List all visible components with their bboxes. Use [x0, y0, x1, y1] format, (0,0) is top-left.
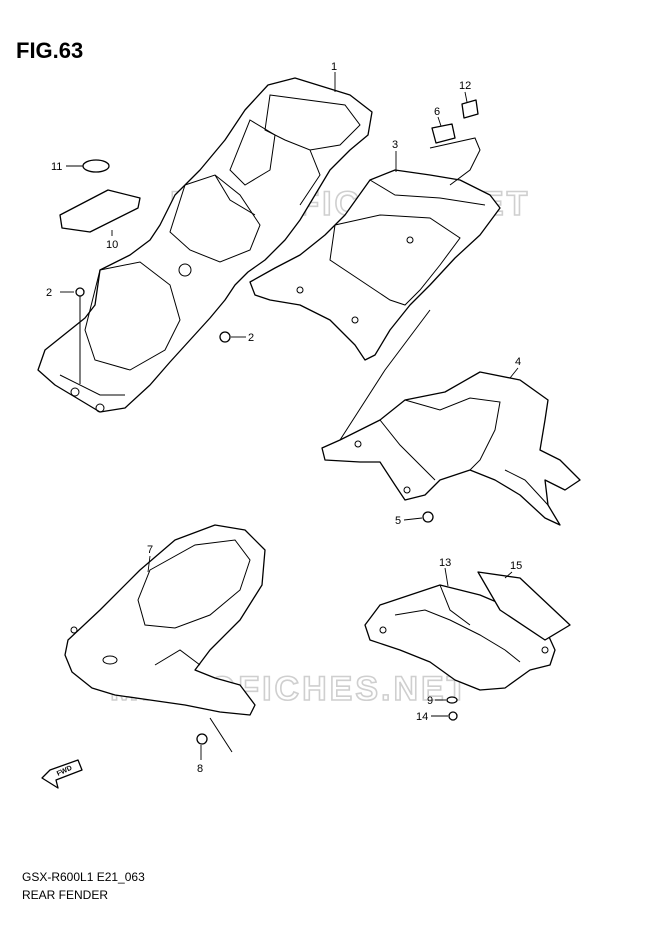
part-2-bolt-right	[219, 331, 231, 343]
part-11-o-ring	[82, 159, 110, 173]
callout-11: 11	[51, 161, 62, 173]
callout-13: 13	[439, 557, 451, 569]
part-4-tail-fender	[321, 371, 581, 526]
callout-2-right: 2	[248, 332, 254, 344]
callout-5: 5	[395, 515, 401, 527]
figure-title: FIG.63	[16, 38, 84, 63]
part-10-cover	[59, 189, 141, 233]
callout-6: 6	[434, 106, 440, 118]
part-9-grommet	[446, 696, 458, 704]
part-6-pad	[431, 123, 456, 144]
part-3-to-4-guide	[339, 309, 431, 441]
callout-2-left: 2	[46, 287, 52, 299]
callout-14: 14	[416, 711, 428, 723]
part-8-bolt	[196, 733, 208, 745]
part-12-pad	[461, 99, 479, 119]
callout-15: 15	[510, 560, 522, 572]
part-8-guide	[209, 717, 233, 753]
part-2-bolt-left	[75, 287, 85, 384]
callout-1: 1	[331, 61, 337, 73]
part-3-edge-strip	[429, 137, 481, 186]
part-3-inner-panel	[249, 169, 501, 361]
callout-8: 8	[197, 763, 203, 775]
part-14-screw	[448, 711, 458, 721]
part-5-screw	[422, 511, 434, 523]
callout-9: 9	[427, 695, 433, 707]
callout-4: 4	[515, 356, 521, 368]
callout-3: 3	[392, 139, 398, 151]
fwd-arrow: FWD	[41, 759, 83, 789]
diagram-name: REAR FENDER	[22, 888, 109, 902]
callout-12: 12	[459, 80, 471, 92]
part-1-rear-fender-inner	[37, 77, 373, 413]
part-7-front-fender	[64, 524, 266, 716]
callout-7: 7	[147, 544, 153, 556]
callout-10: 10	[106, 239, 118, 251]
part-15-panel	[477, 571, 571, 641]
diagram-code: GSX-R600L1 E21_063	[22, 870, 145, 884]
